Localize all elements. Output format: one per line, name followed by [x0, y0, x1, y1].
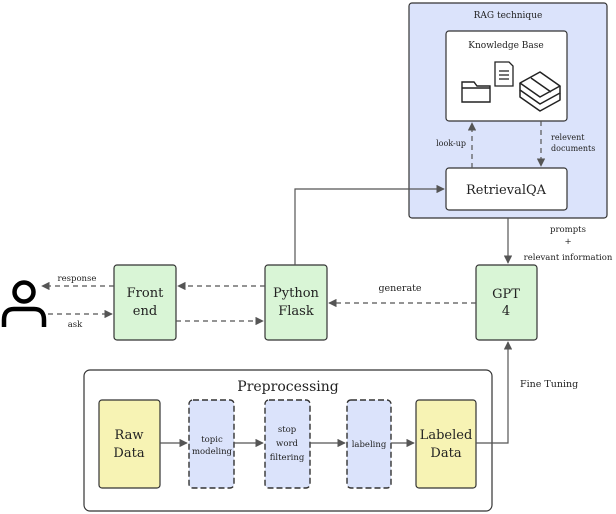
labeled-data-box: [415, 399, 477, 489]
folder-icon: [461, 81, 491, 103]
raw-data-box: [98, 399, 161, 489]
response-label: response: [58, 274, 97, 284]
stop-word-label: stop: [278, 425, 297, 435]
gpt4-label: GPT: [492, 287, 520, 302]
flask-to-retrieval-arrow: [294, 184, 445, 265]
document-icon: [494, 61, 514, 87]
labeled-data-label: Labeled: [420, 428, 473, 443]
knowledge-base-box: [445, 30, 568, 122]
front-end-label-2: end: [133, 304, 157, 319]
labeling-label: labeling: [352, 440, 387, 450]
gpt4-box: [475, 264, 538, 341]
stop-word-label-3: filtering: [270, 453, 305, 463]
retrieval-qa-box: [445, 167, 568, 211]
topic-modeling-label: topic: [201, 435, 223, 445]
front-end-label: Front: [127, 286, 164, 301]
ask-label: ask: [68, 320, 83, 330]
relevant-docs-label-2: documents: [551, 144, 595, 153]
prompts-label: prompts: [550, 225, 586, 235]
fine-tuning-arrow: [476, 341, 513, 444]
user-icon: [1, 280, 47, 327]
relevant-docs-label: relevent: [551, 133, 585, 142]
lookup-label: look-up: [436, 139, 466, 148]
labeled-data-label-2: Data: [430, 446, 461, 461]
raw-data-label: Raw: [115, 428, 144, 443]
front-end-box: [113, 264, 177, 341]
raw-data-label-2: Data: [113, 446, 144, 461]
stop-word-filtering-box: [264, 399, 311, 489]
stack-icon: [519, 71, 561, 112]
knowledge-base-title: Knowledge Base: [468, 41, 543, 51]
fine-tuning-label: Fine Tuning: [520, 379, 578, 390]
python-flask-box: [264, 264, 328, 341]
stop-word-label-2: word: [276, 439, 298, 449]
retrieval-qa-label: RetrievalQA: [466, 183, 547, 198]
topic-modeling-box: [188, 399, 235, 489]
python-flask-label: Python: [273, 286, 320, 301]
prompts-plus: +: [564, 237, 571, 247]
preprocessing-title: Preprocessing: [237, 379, 338, 395]
rag-title: RAG technique: [474, 11, 543, 21]
labeling-box: [346, 399, 392, 489]
gpt4-version: 4: [502, 304, 510, 319]
generate-label: generate: [378, 283, 421, 294]
python-flask-label-2: Flask: [278, 304, 314, 319]
prompts-info: relevant information: [524, 253, 613, 263]
topic-modeling-label-2: modeling: [192, 447, 233, 457]
